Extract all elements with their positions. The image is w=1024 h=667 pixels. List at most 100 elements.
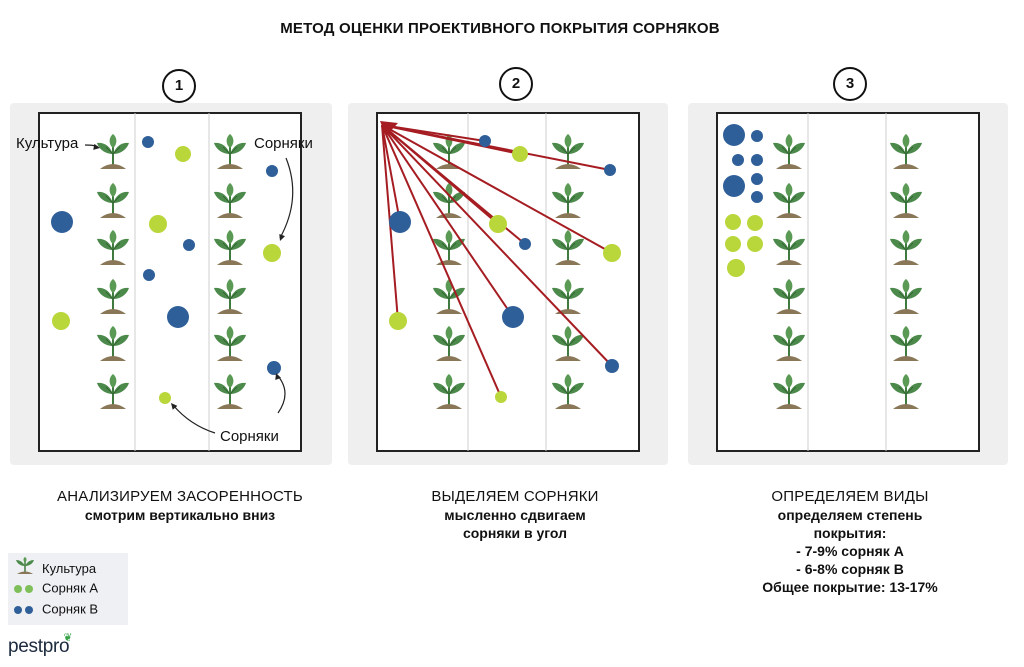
plant-icon [214, 374, 246, 409]
plant-icon [890, 374, 922, 409]
weed-a-dot-icon [25, 585, 33, 594]
field-diagram-3 [716, 112, 980, 452]
weed-a-dot [175, 146, 191, 162]
weed-a-dot [52, 312, 70, 330]
arrowhead [275, 373, 282, 380]
caption-3-title: ОПРЕДЕЛЯЕМ ВИДЫ [771, 488, 929, 505]
caption-3-line: покрытия: [813, 525, 887, 541]
weed-b-dot [519, 238, 531, 250]
arrowhead [171, 403, 178, 410]
weed-a-dot [747, 236, 763, 252]
field-border [38, 112, 302, 452]
label-weeds-bottom: Сорняки [220, 428, 279, 445]
leaf-icon: ❦ [63, 632, 73, 644]
weed-b-dot [604, 164, 616, 176]
label-weeds-top: Сорняки [254, 135, 313, 152]
plant-icon [97, 183, 129, 218]
panel-step-3 [688, 103, 1008, 465]
weed-b-dot [267, 361, 281, 375]
weed-a-dot [263, 244, 281, 262]
weed-b-dot [723, 175, 745, 197]
move-arrow-line [381, 124, 613, 254]
move-arrow-line [381, 124, 613, 367]
caption-1-line: смотрим вертикально вниз [84, 507, 276, 523]
step-number-2: 2 [499, 67, 533, 101]
logo-text: pestpro [8, 636, 70, 657]
callout-line [277, 375, 286, 414]
plant-icon [773, 326, 805, 361]
panel-step-1: Культура Сорняки Сорняки [10, 103, 332, 465]
move-arrow-line [381, 124, 514, 318]
caption-3-line: - 6-8% сорняк В [796, 561, 904, 577]
weed-b-dot [183, 239, 195, 251]
weed-a-dot [159, 392, 171, 404]
weed-b-dot [751, 173, 763, 185]
plant-icon [214, 183, 246, 218]
plant-icon [214, 279, 246, 314]
plant-icon [552, 183, 584, 218]
move-arrow-line [381, 124, 401, 223]
plant-icon [890, 279, 922, 314]
weed-a-dot-icon [14, 585, 22, 594]
weed-b-dot [751, 191, 763, 203]
caption-1-title: АНАЛИЗИРУЕМ ЗАСОРЕННОСТЬ [57, 488, 303, 505]
plant-icon [890, 230, 922, 265]
weed-b-dot [389, 211, 411, 233]
plant-icon [97, 134, 129, 169]
weed-b-dot [751, 154, 763, 166]
plant-icon [890, 326, 922, 361]
move-arrow-line [381, 124, 611, 171]
weed-b-dot [732, 154, 744, 166]
move-arrow-line [381, 124, 502, 398]
arrowhead [279, 234, 286, 241]
plant-icon [773, 230, 805, 265]
plant-icon [214, 326, 246, 361]
weed-a-dot [603, 244, 621, 262]
arrowhead [380, 121, 398, 136]
weed-a-dot [149, 215, 167, 233]
legend-label-culture: Культура [42, 561, 97, 576]
callout-line [279, 157, 294, 239]
weed-b-dot-icon [25, 606, 33, 615]
plant-icon [552, 326, 584, 361]
plant-icon [552, 374, 584, 409]
weed-b-dot-icon [14, 606, 22, 615]
weed-a-dot [512, 146, 528, 162]
caption-step-1: АНАЛИЗИРУЕМ ЗАСОРЕННОСТЬ смотрим вертика… [20, 488, 340, 524]
caption-2-line: сорняки в угол [462, 525, 568, 541]
plant-icon [97, 279, 129, 314]
page-title: МЕТОД ОЦЕНКИ ПРОЕКТИВНОГО ПОКРЫТИЯ СОРНЯ… [280, 20, 720, 37]
caption-step-3: ОПРЕДЕЛЯЕМ ВИДЫ определяем степень покры… [690, 488, 1010, 596]
plant-icon [552, 134, 584, 169]
plant-icon [433, 134, 465, 169]
plant-icon [552, 279, 584, 314]
caption-3-line: - 7-9% сорняк А [796, 543, 904, 559]
weed-b-dot [266, 165, 278, 177]
legend-label-weed-b: Сорняк В [42, 601, 99, 617]
weed-b-dot [502, 306, 524, 328]
weed-a-dot [389, 312, 407, 330]
weed-b-dot [751, 130, 763, 142]
weed-b-dot [479, 135, 491, 147]
legend-label-weed-a: Сорняк А [42, 580, 99, 596]
weed-a-dot [725, 236, 741, 252]
legend: Культура Сорняк А Сорняк В [8, 553, 128, 625]
pestpro-logo: pestpro❦ [8, 632, 78, 658]
plant-icon [433, 326, 465, 361]
weed-b-dot [605, 359, 619, 373]
plant-icon [552, 230, 584, 265]
weed-a-dot [747, 215, 763, 231]
plant-icon [773, 374, 805, 409]
caption-2-title: ВЫДЕЛЯЕМ СОРНЯКИ [431, 488, 599, 505]
legend-item-culture: Культура [14, 557, 96, 577]
weed-a-dot [725, 214, 741, 230]
plant-icon [773, 134, 805, 169]
plant-icon [97, 326, 129, 361]
caption-3-line: определяем степень [777, 507, 923, 523]
arrowhead [93, 143, 100, 150]
plant-icon [97, 374, 129, 409]
plant-icon [214, 230, 246, 265]
plant-icon [214, 134, 246, 169]
weed-b-dot [143, 269, 155, 281]
field-diagram-2 [376, 112, 640, 452]
